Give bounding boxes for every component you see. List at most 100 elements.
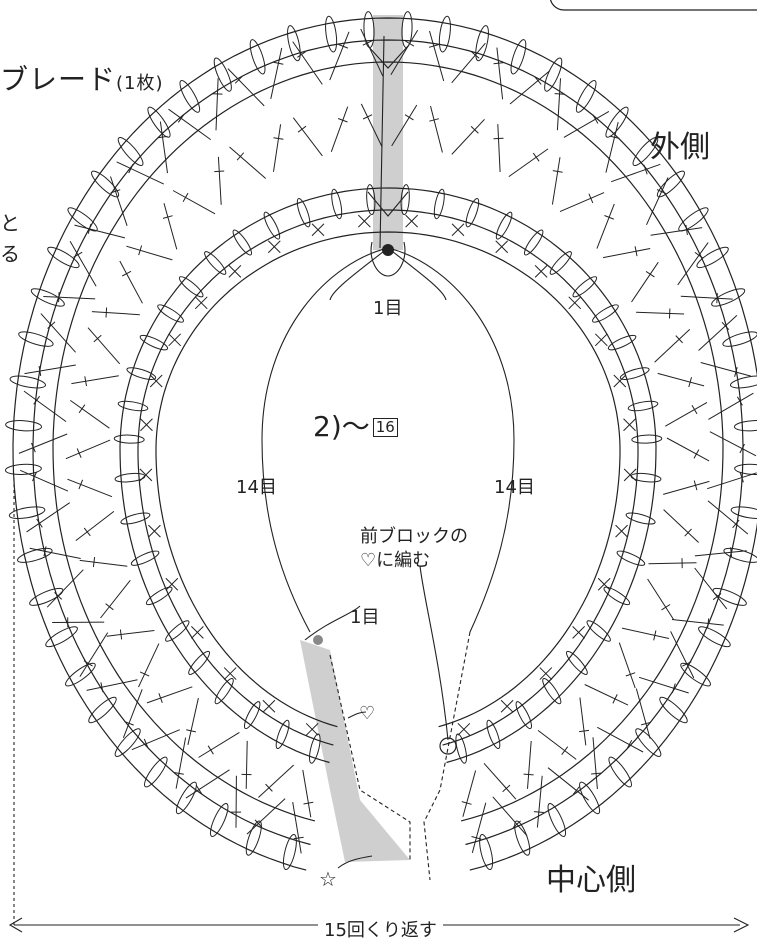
outer-tall-tall-stitch [695,551,747,556]
outer-tall-tall-stitch [472,803,486,853]
mid-tall-tall-stitch [603,249,650,258]
mid-tall-tall-stitch [585,685,628,706]
outer-band-chain-stitch [324,16,339,53]
title-text: ブレード [0,63,116,96]
mid-tall-tall-stitch [139,644,159,688]
outer-band-chain-stitch [734,420,757,432]
outer-tall-tall-stitch [710,432,756,456]
stitch-count-left: 14目 [236,473,277,499]
outer-band-chain-stitch [696,623,732,650]
middle-band-chain-stitch [115,472,146,483]
start-dot [382,244,394,256]
mid-tall-tall-stitch [70,400,109,428]
outer-tall-tall-stitch [25,365,76,374]
mid-tall-tall-stitch [80,560,128,566]
outer-tall-tall-stitch [707,473,757,489]
mid-tall-stitch-tick [79,405,85,413]
outer-tall-tall-stitch [87,680,138,691]
outer-band-chain-stitch [603,105,632,140]
outer-band-chain-stitch [247,38,268,75]
middle-band-chain-stitch [114,434,144,443]
middle-band-chain-stitch [212,676,235,705]
outer-tall-tall-stitch [651,228,703,236]
outer-tall-tall-stitch [20,470,68,491]
outer-tall-tall-stitch [593,737,597,789]
inner-single-crochet [169,334,181,346]
middle-band-chain-stitch [120,511,151,527]
outer-band-chain-stitch [112,726,143,760]
outer-tall-tall-stitch [132,730,180,750]
middle-band-chain-stitch [230,228,254,257]
outer-band-chain-stitch [606,754,635,789]
outer-band-chain-stitch [730,505,757,521]
outer-tall-tall-stitch [430,31,444,81]
inner-single-crochet [312,224,324,236]
middle-band-chain-stitch [548,249,574,276]
middle-band-chain-stitch [632,434,662,443]
mid-tall-tall-stitch [636,312,684,314]
row-range-tilde: 〜 [342,410,370,443]
mid-tall-tall-stitch [258,765,293,798]
mid-tall-tall-stitch [538,730,576,759]
inner-single-crochet [306,723,318,735]
outer-band-chain-stitch [654,168,687,200]
mid-tall-tall-stitch [431,106,443,153]
mid-tall-tall-stitch [293,118,322,156]
middle-band-chain-stitch [625,511,656,527]
outer-tall-tall-stitch [548,768,589,801]
outer-tall-tall-stitch [537,776,542,828]
outer-tall-tall-stitch [330,32,349,80]
outer-tall-stitch-tick [405,41,414,46]
mid-tall-tall-stitch [667,438,709,461]
inner-single-crochet [496,241,508,253]
star-marker-label: ☆ [319,867,337,891]
mid-tall-tall-stitch [76,511,114,540]
mid-tall-tall-stitch [92,312,140,315]
middle-band-chain-stitch [540,676,563,705]
inner-single-crochet [501,700,513,712]
title-count: (1枚) [116,73,164,94]
leader-note [420,566,448,740]
stitch-count-right: 14目 [494,473,535,499]
mid-tall-stitch-tick [183,193,188,202]
mid-tall-stitch-tick [93,557,94,567]
outer-tall-stitch-tick [494,63,504,64]
mid-tall-tall-stitch [580,698,586,746]
mid-tall-tall-stitch [101,580,131,618]
outer-band-chain-stitch [243,819,264,856]
mid-tall-stitch-tick [662,605,671,610]
outer-tall-tall-stitch [497,48,503,100]
mid-tall-tall-stitch [71,376,118,384]
outer-band-chain-stitch [695,244,731,271]
mid-tall-stitch-tick [562,747,568,755]
mid-tall-stitch-tick [106,308,107,318]
outer-tall-stitch-tick [740,444,745,453]
mid-tall-stitch-tick [208,746,213,755]
mid-tall-tall-stitch [246,741,247,789]
mid-tall-tall-stitch [648,579,674,619]
mid-tall-tall-stitch [218,157,221,205]
center-side-label: 中心側 [546,855,636,899]
stitch-count-top: 1目 [373,294,402,320]
mid-tall-tall-stitch [303,770,311,817]
middle-band-chain-stitch [522,228,546,257]
inner-right-loop [388,248,446,300]
outer-tall-stitch-tick [555,94,565,95]
mid-tall-tall-stitch [484,763,516,799]
outer-band-chain-stitch [9,505,46,521]
inner-single-crochet [569,297,581,309]
outer-tall-stitch-tick [733,520,740,528]
inner-single-crochet [263,700,275,712]
highlight-band-bottom [300,640,410,862]
mid-tall-tall-stitch [274,124,281,172]
outer-tall-stitch-tick [34,396,40,404]
mid-tall-tall-stitch [552,157,560,204]
inner-single-crochet [406,215,418,227]
middle-band-chain-stitch [571,274,599,299]
outer-band-chain-stitch [545,802,569,839]
outer-tall-stitch-tick [534,812,544,813]
mid-tall-tall-stitch [560,193,604,212]
outer-band-chain-stitch [43,623,79,650]
inner-single-crochet [624,469,636,481]
outer-band-chain-stitch [45,244,81,271]
